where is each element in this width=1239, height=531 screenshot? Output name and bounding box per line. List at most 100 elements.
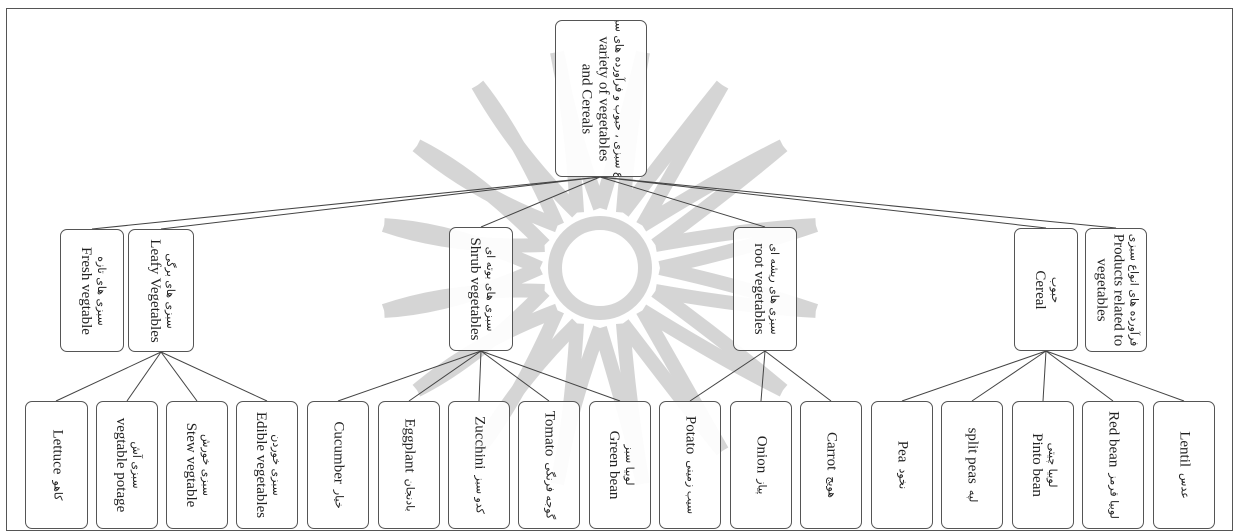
leaf-greenbean-en: Green bean (606, 430, 623, 500)
category-fresh-en: Fresh vegtable (78, 246, 95, 335)
category-cereal: حبوب Cereal (1014, 228, 1078, 351)
leaf-pea: Pea نخود (871, 401, 933, 529)
leaf-edible: سبزی خوردن Edible vegetables (236, 401, 298, 529)
root-label-fa: انواع سبزی ، حبوب و فرآورده های سبزی (612, 20, 626, 177)
category-shrub-fa: سبزی های بوته ای (483, 246, 497, 332)
connector-line (160, 351, 198, 402)
category-shrub-en: Shrub vegetables (467, 237, 484, 341)
leaf-potage: سبزی آش vegtable potage (96, 401, 158, 529)
leaf-lentil: Lentil عدس (1153, 401, 1215, 529)
leaf-cucumber: Cucumber خیار (307, 401, 369, 529)
leaf-lettuce-en: Lettuce (49, 429, 66, 475)
category-fresh: سبزی های تازه Fresh vegtable (60, 229, 124, 352)
leaf-onion-en: Onion (753, 435, 770, 474)
category-cereal-fa: حبوب (1048, 276, 1062, 303)
category-cereal-en: Cereal (1032, 269, 1049, 310)
watermark-petal (636, 81, 729, 230)
leaf-splitpeas-fa: لپه (966, 489, 980, 503)
leaf-pinto: لوبیا چیتی Pinto bean (1012, 401, 1074, 529)
connector-line (160, 351, 268, 402)
leaf-pinto-en: Pinto bean (1029, 433, 1046, 497)
leaf-tomato: Tomato گوجه فرنگی (518, 401, 580, 529)
connector-line (599, 176, 1047, 229)
leaf-potato-fa: سیب زمینی (684, 460, 698, 515)
leaf-greenbean-fa: لوبیا سبز (622, 444, 636, 486)
leaf-edible-fa: سبزی خوردن (269, 434, 283, 496)
connector-line (91, 176, 601, 230)
connector-line (599, 176, 766, 228)
category-leafy-en: Leafy Vegetables (147, 238, 164, 343)
connector-line (764, 350, 832, 402)
connector-line (480, 176, 601, 228)
connector-line (971, 350, 1047, 402)
leaf-carrot: Carrot هویج (800, 401, 862, 529)
leaf-cucumber-fa: خیار (332, 489, 346, 509)
category-leafy-fa: سبزی های برگی (163, 252, 177, 329)
leaf-lentil-en: Lentil (1176, 431, 1193, 468)
watermark-center (548, 216, 652, 320)
connector-line (901, 350, 1047, 402)
leaf-lettuce-fa: کاهو (50, 480, 64, 501)
leaf-stew-en: Stew vegtable (183, 422, 200, 508)
category-shrub: سبزی های بوته ای Shrub vegetables (449, 227, 513, 351)
leaf-stew: سبزی خورش Stew vegtable (166, 401, 228, 529)
category-leafy: سبزی های برگی Leafy Vegetables (128, 229, 194, 352)
connector-line (337, 350, 482, 402)
leaf-potage-en: vegtable potage (113, 417, 130, 513)
leaf-potato-en: Potato (682, 415, 699, 455)
leaf-carrot-en: Carrot (823, 432, 840, 471)
leaf-greenbean: لوبیا سبز Green bean (589, 401, 651, 529)
leaf-eggplant-en: Eggplant (401, 418, 418, 473)
category-root-en: root vegetables (751, 243, 768, 335)
leaf-pinto-fa: لوبیا چیتی (1045, 442, 1059, 488)
connector-line (126, 351, 162, 402)
connector-line (1045, 350, 1185, 402)
connector-line (689, 350, 766, 402)
leaf-pea-en: Pea (894, 440, 911, 463)
category-products-fa: فرآورده های انواع سبزی (1127, 233, 1141, 347)
connector-line (1042, 350, 1047, 402)
connector-line (760, 350, 766, 402)
leaf-onion-fa: پیاز (755, 479, 769, 495)
category-products-en-line2: vegetables (1093, 258, 1110, 322)
watermark-petal (651, 140, 788, 251)
leaf-redbean: Red bean لوبیا قرمز (1082, 401, 1144, 529)
leaf-splitpeas: split peas لپه (941, 401, 1003, 529)
connector-line (1045, 350, 1114, 402)
leaf-edible-en: Edible vegetables (253, 411, 270, 519)
leaf-tomato-en: Tomato (541, 410, 558, 457)
connector-line (160, 176, 601, 230)
watermark-petal (412, 140, 561, 233)
leaf-splitpeas-en: split peas (964, 427, 981, 484)
leaf-eggplant-fa: بادنجان (403, 478, 417, 512)
leaf-lentil-fa: عدس (1178, 473, 1192, 499)
category-fresh-fa: سبزی های تازه (94, 255, 108, 326)
leaf-tomato-fa: گوجه فرنگی (543, 462, 557, 520)
leaf-onion: Onion پیاز (730, 401, 792, 529)
connector-line (480, 350, 550, 402)
leaf-potato: Potato سیب زمینی (659, 401, 721, 529)
leaf-cucumber-en: Cucumber (330, 421, 347, 484)
category-products: فرآورده های انواع سبزی Products related … (1085, 228, 1147, 352)
connector-line (55, 351, 162, 402)
category-root: سبزی های ریشه ای root vegetables (733, 227, 797, 351)
leaf-pea-fa: نخود (896, 468, 910, 490)
leaf-potage-fa: سبزی آش (129, 441, 143, 489)
leaf-zucchini-en: Zucchini (471, 416, 488, 470)
category-root-fa: سبزی های ریشه ای (767, 243, 781, 335)
leaf-eggplant: Eggplant بادنجان (378, 401, 440, 529)
connector-line (408, 350, 482, 402)
connector-line (599, 176, 1117, 229)
leaf-stew-fa: سبزی خورش (199, 434, 213, 496)
watermark-petal (471, 81, 582, 218)
category-products-en-line1: Products related to (1110, 233, 1127, 347)
root-label-en-line2: and Cereals (578, 63, 595, 134)
connector-line (480, 350, 621, 402)
leaf-carrot-fa: هویج (825, 476, 839, 498)
connector-line (478, 350, 482, 402)
leaf-redbean-en: Red bean (1105, 411, 1122, 468)
root-node: انواع سبزی ، حبوب و فرآورده های سبزی var… (555, 20, 647, 177)
leaf-zucchini-fa: کدو سبز (473, 475, 487, 514)
leaf-lettuce: Lettuce کاهو (25, 401, 88, 529)
